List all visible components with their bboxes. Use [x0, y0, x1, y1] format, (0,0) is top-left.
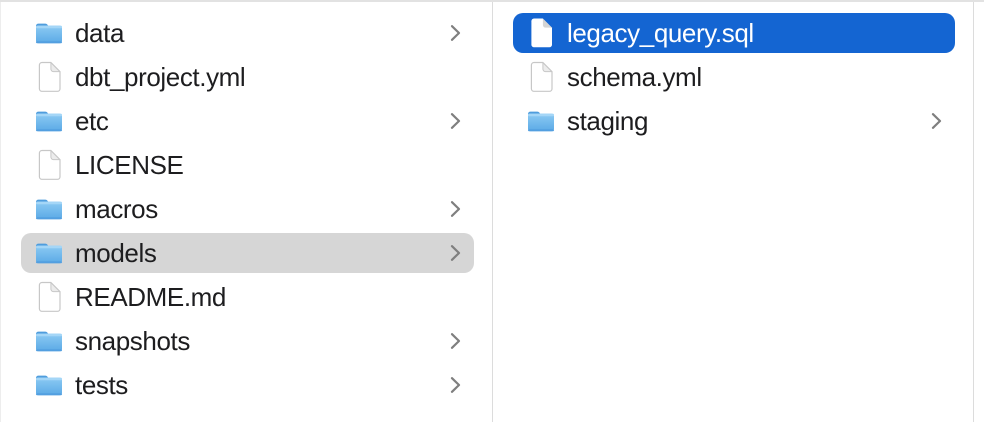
folder-icon: [526, 108, 556, 135]
file-label: snapshots: [75, 326, 190, 356]
file-label: schema.yml: [567, 62, 702, 92]
folder-icon: [34, 20, 64, 47]
chevron-right-icon: [450, 332, 461, 350]
document-icon: [34, 281, 64, 313]
file-row-dbt-project-yml[interactable]: dbt_project.yml: [21, 57, 474, 97]
document-icon: [34, 61, 64, 93]
file-label: legacy_query.sql: [567, 18, 754, 48]
chevron-right-icon: [450, 112, 461, 130]
file-row-legacy-query-sql[interactable]: legacy_query.sql: [513, 13, 955, 53]
document-icon: [526, 17, 556, 49]
folder-icon: [34, 108, 64, 135]
file-label: dbt_project.yml: [75, 62, 246, 92]
folder-icon: [34, 328, 64, 355]
file-row-license[interactable]: LICENSE: [21, 145, 474, 185]
chevron-right-icon: [450, 24, 461, 42]
file-label: tests: [75, 370, 128, 400]
folder-icon: [34, 196, 64, 223]
file-row-snapshots[interactable]: snapshots: [21, 321, 474, 361]
file-row-macros[interactable]: macros: [21, 189, 474, 229]
chevron-right-icon: [450, 376, 461, 394]
file-row-data[interactable]: data: [21, 13, 474, 53]
file-row-models[interactable]: models: [21, 233, 474, 273]
file-label: README.md: [75, 282, 226, 312]
file-label: models: [75, 238, 157, 268]
file-column-right: legacy_query.sql schema.yml staging: [493, 2, 974, 422]
chevron-right-icon: [450, 200, 461, 218]
folder-icon: [34, 372, 64, 399]
chevron-right-icon: [450, 244, 461, 262]
file-row-tests[interactable]: tests: [21, 365, 474, 405]
file-label: etc: [75, 106, 109, 136]
document-icon: [526, 61, 556, 93]
document-icon: [34, 149, 64, 181]
file-label: data: [75, 18, 125, 48]
folder-icon: [34, 240, 64, 267]
file-row-staging[interactable]: staging: [513, 101, 955, 141]
file-row-etc[interactable]: etc: [21, 101, 474, 141]
file-row-schema-yml[interactable]: schema.yml: [513, 57, 955, 97]
chevron-right-icon: [931, 112, 942, 130]
file-row-readme-md[interactable]: README.md: [21, 277, 474, 317]
next-column-sliver: [974, 2, 984, 422]
file-label: staging: [567, 106, 649, 136]
file-label: macros: [75, 194, 158, 224]
file-label: LICENSE: [75, 150, 184, 180]
